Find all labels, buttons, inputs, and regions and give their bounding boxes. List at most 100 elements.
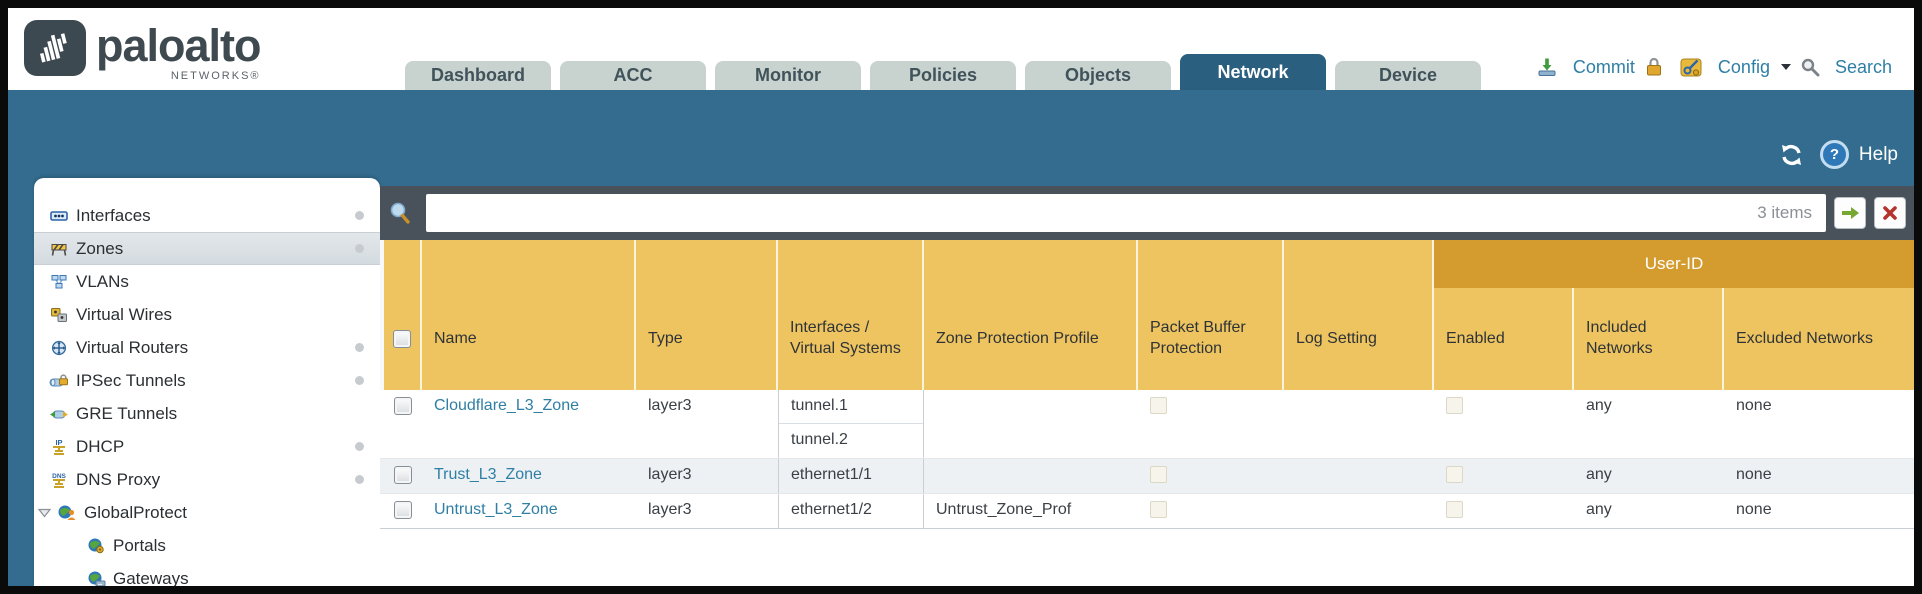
column-header-included-networks[interactable]: Included Networks [1574,240,1724,390]
sidebar-item-dhcp[interactable]: IP DHCP [34,430,380,463]
sidebar-item-label: IPSec Tunnels [76,370,186,390]
tab-policies[interactable]: Policies [870,61,1016,90]
sidebar-item-ipsec-tunnels[interactable]: IPSec Tunnels [34,364,380,397]
cell-log-setting [1284,459,1434,493]
sidebar-item-vlans[interactable]: VLANs [34,265,380,298]
sidebar-item-virtual-wires[interactable]: Virtual Wires [34,298,380,331]
tab-network[interactable]: Network [1180,54,1326,90]
row-select-cell [384,494,422,528]
sidebar-item-zones[interactable]: Zones [34,232,380,265]
apply-filter-arrow-icon [1842,207,1859,219]
zone-name-link[interactable]: Cloudflare_L3_Zone [434,397,579,414]
cell-name: Cloudflare_L3_Zone [422,390,636,458]
sidebar-item-label: GlobalProtect [84,502,187,522]
help-icon[interactable]: ? [1819,140,1849,169]
svg-text:IP: IP [55,438,62,447]
commit-icon [1536,56,1558,78]
row-select-cell [384,459,422,493]
cell-user-id-enabled [1434,459,1574,493]
tab-device[interactable]: Device [1335,61,1481,90]
column-header-packet-buffer-protection[interactable]: Packet Buffer Protection [1138,240,1284,390]
cell-included-networks: any [1586,466,1612,483]
sidebar-item-portals[interactable]: Portals [34,529,380,562]
column-header-interfaces-virtual-systems[interactable]: Interfaces / Virtual Systems [778,240,924,390]
teal-band: ? Help [8,90,1914,186]
user-id-enabled-checkbox [1446,501,1463,518]
column-header-log-setting[interactable]: Log Setting [1284,240,1434,390]
column-header-label: Excluded Networks [1736,329,1873,347]
column-header-label: Enabled [1446,329,1505,347]
config-button[interactable]: Config [1717,56,1770,77]
zone-name-link[interactable]: Untrust_L3_Zone [434,501,558,518]
refresh-icon[interactable] [1779,143,1804,167]
apply-filter-button[interactable] [1834,197,1866,229]
item-count: 3 items [1757,203,1812,222]
main-tabs: Dashboard ACC Monitor Policies Objects Networ… [405,54,1481,90]
cell-name: Trust_L3_Zone [422,459,636,493]
row-checkbox[interactable] [394,466,412,484]
cell-packet-buffer-protection [1138,494,1284,528]
column-header-label: Log Setting [1296,329,1377,347]
tab-monitor[interactable]: Monitor [715,61,861,90]
sidebar-item-virtual-routers[interactable]: Virtual Routers [34,331,380,364]
sidebar-item-gateways[interactable]: Gateways [34,562,380,586]
filter-search-icon [388,201,412,225]
sidebar-item-globalprotect[interactable]: GlobalProtect [34,496,380,529]
header-actions: Commit Config [1536,56,1892,78]
column-header-name[interactable]: Name [422,240,636,390]
paloalto-logo: paloalto NETWORKS® [24,20,262,82]
user-id-enabled-checkbox [1446,466,1463,483]
select-all-checkbox[interactable] [393,330,411,348]
column-header-zone-protection-profile[interactable]: Zone Protection Profile [924,240,1138,390]
config-caret-icon[interactable] [1780,64,1791,70]
clear-filter-x-icon [1883,206,1897,220]
search-icon [1800,57,1820,77]
status-dot [355,343,364,352]
status-dot [355,475,364,484]
user-id-enabled-checkbox [1446,397,1463,414]
tab-objects[interactable]: Objects [1025,61,1171,90]
cell-user-id-enabled [1434,494,1574,528]
interface-value: tunnel.2 [791,431,848,448]
top-band: paloalto NETWORKS® Dashboard ACC Monitor Po… [8,8,1914,90]
sidebar-item-label: Zones [76,238,124,258]
expander-triangle-icon[interactable] [38,507,54,519]
row-checkbox[interactable] [394,501,412,519]
search-button[interactable]: Search [1834,56,1892,77]
cell-interfaces: ethernet1/1 [778,459,924,493]
sidebar-item-label: Virtual Routers [76,337,189,357]
brand-name: paloalto [96,20,262,71]
column-header-excluded-networks[interactable]: Excluded Networks [1724,240,1914,390]
row-checkbox[interactable] [394,397,412,415]
sidebar-item-label: DHCP [76,436,125,456]
column-header-enabled[interactable]: Enabled [1434,240,1574,390]
sidebar-item-gre-tunnels[interactable]: GRE Tunnels [34,397,380,430]
sidebar-item-label: Portals [113,535,166,555]
cell-type: layer3 [648,397,692,414]
tab-acc[interactable]: ACC [560,61,706,90]
brand-sub: NETWORKS® [170,70,261,82]
status-dot [355,244,364,253]
zone-name-link[interactable]: Trust_L3_Zone [434,466,542,483]
lock-icon[interactable] [1644,56,1664,78]
cell-log-setting [1284,390,1434,458]
help-label[interactable]: Help [1858,143,1898,165]
tab-dashboard[interactable]: Dashboard [405,61,551,90]
vlans-icon [48,273,70,291]
gre-tunnels-icon [48,405,70,423]
packet-buffer-checkbox [1150,397,1167,414]
sidebar-item-label: GRE Tunnels [76,403,178,423]
commit-button[interactable]: Commit [1572,56,1635,77]
sidebar-item-label: Gateways [113,568,189,587]
cell-zone-protection-profile [924,390,1138,458]
cell-log-setting [1284,494,1434,528]
sidebar-item-interfaces[interactable]: Interfaces [34,199,380,232]
filter-input[interactable] [426,194,1826,232]
column-header-type[interactable]: Type [636,240,778,390]
clear-filter-button[interactable] [1874,197,1906,229]
